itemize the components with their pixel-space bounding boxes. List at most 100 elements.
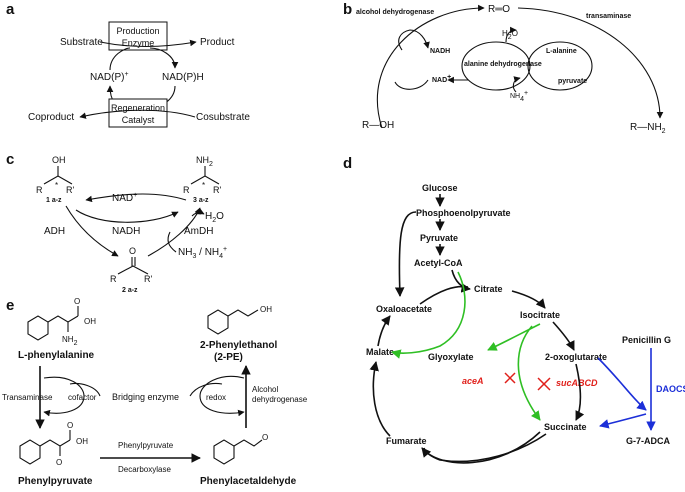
ppdc-line2: Decarboxylase [118,465,171,474]
panel-c: c OH R R' * 1 a-z NH2 R R' * 3 a-z NAD+ … [6,151,227,294]
panel-a-letter: a [6,1,15,18]
ketone-o-label: O [129,246,136,256]
amdh-label: AmDH [184,226,213,237]
adh-nad-reduction-arc [398,29,430,51]
oxoglutarate-to-daocs-arrow [597,357,647,411]
alcohol-to-ketone-arrow [376,4,485,129]
production-enzyme-line1: Production [116,26,159,36]
alcohol-dh-line2: dehydrogenase [252,395,308,404]
alanine-dh-cycle-right [527,41,593,91]
ketone-rprime-label: R' [144,274,152,284]
g7adca-label: G-7-ADCA [626,436,670,446]
phenylacetaldehyde-label: Phenylacetaldehyde [200,476,297,487]
ketone-to-amine-arrow [517,7,664,119]
phe-carbonyl-o: O [74,297,80,306]
citrate-label: Citrate [474,284,503,294]
substrate-label: Substrate [60,37,103,48]
nad-plus-label: NAD+ [432,74,451,84]
nad-to-nadh-arrow [75,209,179,223]
bridging-to-cofactor-arc [69,382,101,397]
pep-to-oxaloacetate-arrow [394,211,417,297]
ketone-r-label: R [110,274,117,284]
bridging-to-redox-arc [189,382,223,397]
alcohol-r-label: R [36,185,43,195]
ammonia-label: NH3 / NH4+ [178,246,227,260]
daocs-label: DAOCS [656,384,685,394]
l-alanine-label: L-alanine [546,48,577,55]
malate-to-oxaloacetate-arrow [377,315,391,347]
acetyl-coa-label: Acetyl-CoA [414,258,463,268]
product-label: Product [200,37,235,48]
acetylcoa-to-malate-green-arrow [391,271,466,359]
amine-stereocenter: * [202,181,205,190]
amine-nh2-label: NH2 [196,155,213,168]
panel-e: e O OH NH2 L-phenylalanine OH 2-Phenylet… [2,297,308,487]
two-pe-abbr-label: (2-PE) [214,352,243,363]
oxoglutarate-to-succinate-arrow [575,363,585,421]
water-release-arrow [191,208,205,217]
compound-2-label: 2 a-z [122,287,138,294]
fumarate-to-malate-arrow [369,361,391,437]
ppy-acid-oh: OH [76,437,88,446]
water-label: H2O [502,29,518,41]
regeneration-catalyst-box [108,98,168,128]
ppy-keto-o: O [56,458,62,467]
alcohol-oh-label: OH [52,155,66,165]
compound-3-label: 3 a-z [193,197,209,204]
isocitrate-label: Isocitrate [520,310,560,320]
pyruvate-label: Pyruvate [420,233,458,243]
pe-benzene-ring [207,309,229,335]
amine-r-label: R [183,185,190,195]
cosubstrate-to-coproduct-arrow [79,109,196,119]
phenylpyruvate-label: Phenylpyruvate [18,476,93,487]
cosubstrate-label: Cosubstrate [196,112,250,123]
adh-label: ADH [44,226,65,237]
ppy-benzene-ring [19,439,41,465]
malate-label: Malate [366,347,394,357]
glucose-label: Glucose [422,183,458,193]
acea-knockout-cross [504,372,516,384]
transaminase-label: Transaminase [2,393,53,402]
alanine-dehydrogenase-label: alanine dehydrogenase [464,61,542,68]
redox-label: redox [206,393,226,402]
amine-label: R—NH2 [630,122,666,135]
water-release-arrow [505,26,517,43]
pad-benzene-ring [213,439,235,465]
ammonium-in-arrow [512,76,521,93]
glyoxylate-label: Glyoxylate [428,352,474,362]
nadph-form-arc [149,47,179,69]
alcohol-dh-line1: Alcohol [252,385,278,394]
phe-nh2: NH2 [62,335,78,347]
acea-gene-label: aceA [462,376,484,386]
alcohol-stereocenter: * [55,181,58,190]
production-enzyme-line2: Enzyme [122,38,155,48]
transaminase-label: transaminase [586,13,631,20]
pe-side-chain [227,309,259,317]
citrate-to-isocitrate-arrow [511,290,546,309]
succinate-to-fumarate-arrow [421,431,541,464]
nadph-label: NAD(P)H [162,72,204,83]
nadh-label: NADH [430,48,450,55]
ketone-backbone [117,265,149,275]
panel-b: b alcohol dehydrogenase R═O transaminase… [343,1,666,135]
cofactor-label: cofactor [68,393,97,402]
phe-side-chain [47,315,79,323]
alcohol-rprime-label: R' [66,185,74,195]
water-label: H2O [205,211,224,224]
cofactor-cycle-arc [43,376,85,417]
oxaloacetate-to-citrate-arc [419,285,469,305]
ppdc-line1: Phenylpyruvate [118,441,174,450]
ppy-side-chain [39,439,71,447]
daocs-to-succinate-arrow [599,413,647,429]
phe-benzene-ring [27,315,49,341]
alcohol-backbone [43,175,73,185]
pe-oh: OH [260,305,272,314]
panel-e-letter: e [6,297,14,314]
oxoglutarate-label: 2-oxoglutarate [545,352,607,362]
isocitrate-to-succinate-green-arrow [517,325,541,421]
amine-backbone [190,175,220,185]
regeneration-line2: Catalyst [122,115,155,125]
pad-side-chain [233,439,263,447]
panel-a: a Substrate Product Production Enzyme NA… [6,1,250,128]
